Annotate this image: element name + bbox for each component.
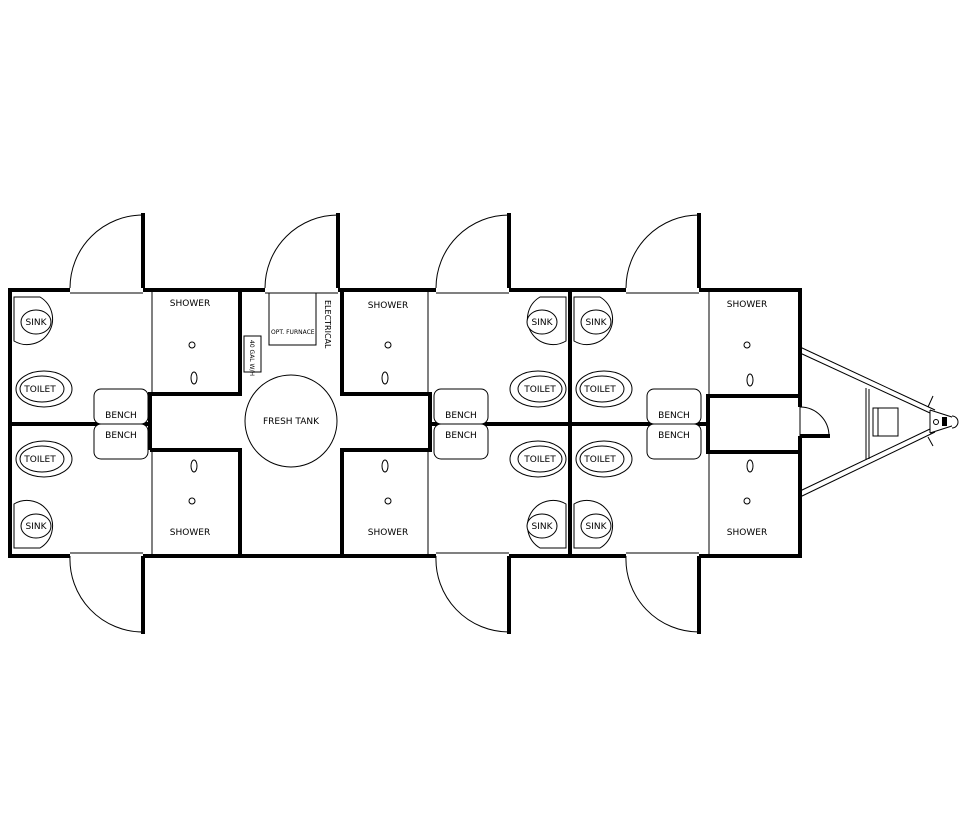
door-bottom-1	[69, 555, 145, 634]
sink-label: SINK	[25, 522, 47, 532]
hitch-coupler-icon	[951, 415, 959, 429]
toilet: TOILET	[575, 440, 633, 478]
toilet: TOILET	[509, 440, 567, 478]
shower-label: SHOWER	[170, 528, 210, 538]
electrical-label: ELECTRICAL	[323, 300, 332, 349]
toilet: TOILET	[509, 370, 567, 408]
bench-label: BENCH	[445, 411, 477, 421]
sink-label: SINK	[25, 318, 47, 328]
doors[interactable]	[69, 213, 830, 634]
door-end	[799, 406, 830, 438]
sink: SINK	[573, 296, 614, 346]
door-top-3	[435, 213, 511, 289]
door-bottom-2	[435, 555, 511, 634]
shower: SHOWER	[727, 459, 767, 538]
water-heater-label: 40 GAL W/H	[248, 340, 255, 376]
shower-label: SHOWER	[170, 299, 210, 309]
bench: BENCH	[646, 388, 702, 425]
bench: BENCH	[93, 423, 149, 460]
bench-label: BENCH	[105, 411, 137, 421]
toilet-label: TOILET	[583, 455, 616, 465]
toilet: TOILET	[15, 440, 73, 478]
shower: SHOWER	[368, 301, 408, 385]
sink: SINK	[573, 499, 614, 549]
door-bottom-3	[625, 555, 701, 634]
shower-label: SHOWER	[368, 301, 408, 311]
toilet-label: TOILET	[23, 455, 56, 465]
bench: BENCH	[433, 423, 489, 460]
showers: SHOWER SHOWER SHOWER SHOWER SHOWER SHOWE…	[170, 299, 767, 538]
fresh-tank: FRESH TANK	[244, 374, 338, 468]
bench: BENCH	[433, 388, 489, 425]
sink: SINK	[526, 296, 567, 346]
sink-label: SINK	[531, 318, 553, 328]
bench-label: BENCH	[658, 411, 690, 421]
fresh-tank-label: FRESH TANK	[263, 417, 320, 427]
sink: SINK	[13, 499, 54, 549]
sink-label: SINK	[585, 318, 607, 328]
jack-icon	[872, 407, 899, 437]
toilet-label: TOILET	[583, 385, 616, 395]
toilet-label: TOILET	[523, 385, 556, 395]
sink-label: SINK	[531, 522, 553, 532]
bench-label: BENCH	[445, 431, 477, 441]
sink: SINK	[526, 499, 567, 549]
toilet-label: TOILET	[23, 385, 56, 395]
sinks: SINK SINK SINK SINK SINK SINK	[13, 296, 614, 549]
shower: SHOWER	[170, 459, 210, 538]
door-top-4	[625, 213, 701, 289]
bench: BENCH	[646, 423, 702, 460]
trailer-tongue	[799, 346, 959, 498]
door-top-2	[264, 213, 340, 289]
door-top-1	[69, 213, 145, 289]
furnace-label: OPT. FURNACE	[271, 329, 315, 336]
sink-label: SINK	[585, 522, 607, 532]
bench-label: BENCH	[658, 431, 690, 441]
toilet-label: TOILET	[523, 455, 556, 465]
toilet: TOILET	[575, 370, 633, 408]
water-heater-box	[243, 335, 262, 373]
toilets: TOILET TOILET TOILET TOILET TOILET TOILE…	[15, 370, 633, 478]
shower-label: SHOWER	[727, 528, 767, 538]
shower: SHOWER	[368, 459, 408, 538]
toilet: TOILET	[15, 370, 73, 408]
shower: SHOWER	[170, 299, 210, 385]
furnace-box	[268, 292, 317, 346]
shower-label: SHOWER	[368, 528, 408, 538]
shower: SHOWER	[727, 300, 767, 387]
bench: BENCH	[93, 388, 149, 425]
sink: SINK	[13, 296, 54, 346]
benches: BENCH BENCH BENCH BENCH BENCH BENCH	[93, 388, 702, 460]
shower-label: SHOWER	[727, 300, 767, 310]
bench-label: BENCH	[105, 431, 137, 441]
